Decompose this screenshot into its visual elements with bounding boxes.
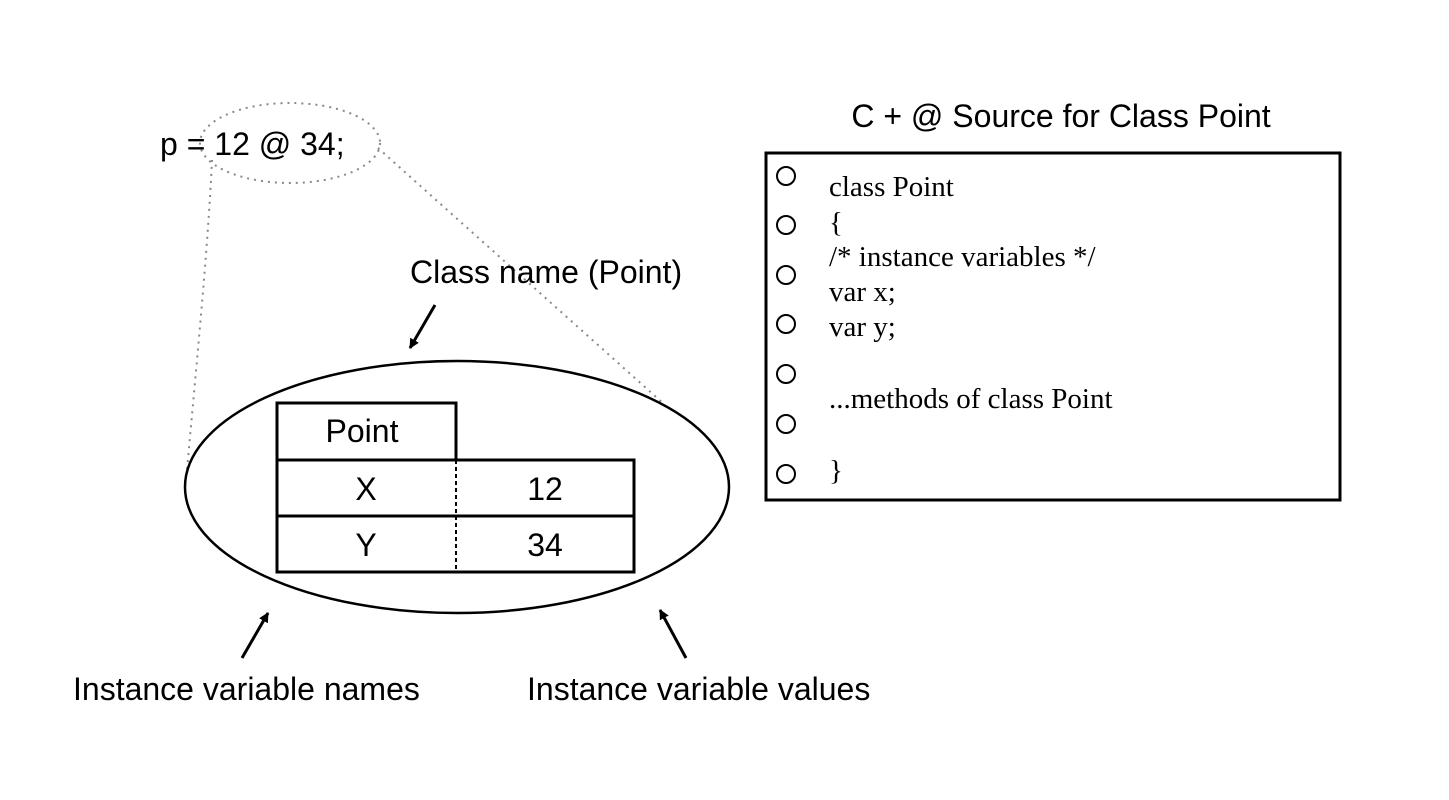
binder-hole-icon [776, 215, 796, 235]
table-row: X 12 [355, 471, 562, 507]
values-arrow [658, 609, 688, 659]
class-name-label: Point [326, 413, 399, 449]
code-line: ...methods of class Point [829, 383, 1113, 415]
code-line: { [829, 207, 843, 239]
binder-hole-icon [776, 314, 796, 334]
table-row: Y 34 [355, 527, 562, 563]
binder-hole-icon [776, 414, 796, 434]
binder-hole-icon [776, 265, 796, 285]
names-callout: Instance variable names [73, 671, 420, 707]
code-line: class Point [829, 171, 954, 203]
expression-highlight-ellipse [199, 102, 381, 184]
code-line: } [829, 455, 843, 487]
code-line: /* instance variables */ [829, 241, 1096, 273]
zoom-line-left [186, 159, 213, 471]
source-panel-title: C + @ Source for Class Point [851, 98, 1270, 134]
binder-hole-icon [776, 364, 796, 384]
values-callout: Instance variable values [527, 671, 870, 707]
source-panel [764, 151, 1342, 502]
source-code: class Point { /* instance variables */ v… [829, 171, 1113, 487]
binder-hole-icon [776, 166, 796, 186]
variable-name: Y [355, 527, 376, 563]
expression-text: p = 12 @ 34; [160, 126, 345, 162]
variable-name: X [355, 471, 376, 507]
binder-holes [776, 166, 796, 484]
code-line: var y; [829, 311, 896, 343]
zoom-connector [186, 102, 666, 471]
zoom-line-right [377, 147, 666, 406]
variable-value: 12 [527, 471, 563, 507]
code-line: var x; [829, 276, 896, 308]
variable-value: 34 [527, 527, 563, 563]
object-ellipse [183, 359, 731, 615]
class-name-arrow [408, 304, 437, 349]
class-name-callout: Class name (Point) [410, 254, 682, 290]
object-table: Point X 12 Y 34 [275, 401, 636, 574]
binder-hole-icon [776, 464, 796, 484]
names-arrow [240, 612, 270, 659]
